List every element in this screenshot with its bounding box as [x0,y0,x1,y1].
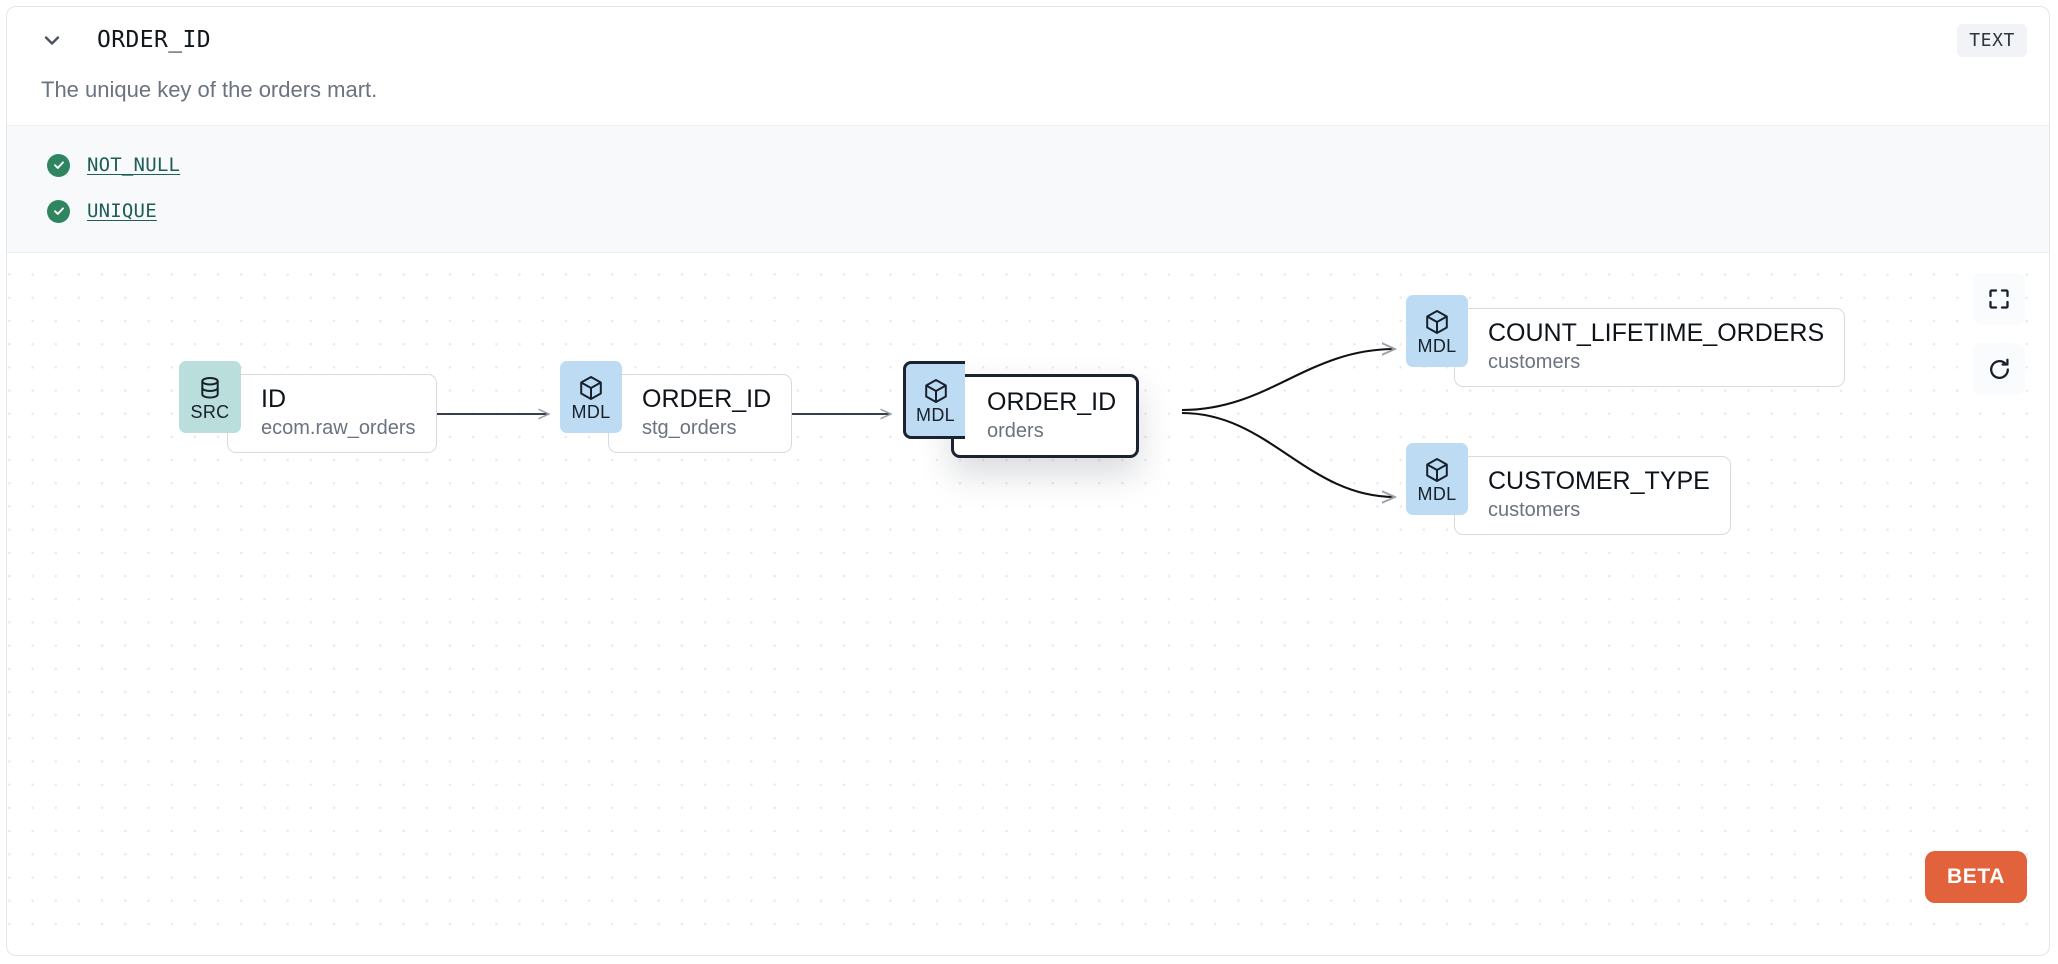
lineage-node-stg-orders[interactable]: MDL ORDER_ID stg_orders [560,361,793,454]
node-kind-label: MDL [571,401,611,422]
node-kind-label: MDL [1417,335,1457,356]
node-kind-label: MDL [916,404,955,425]
test-row: UNIQUE [7,188,2049,234]
node-kind-label: SRC [190,401,230,422]
cube-icon: MDL [560,361,622,434]
lineage-node-card: COUNT_LIFETIME_ORDERS customers [1454,308,1846,388]
lineage-node-card: CUSTOMER_TYPE customers [1454,456,1731,536]
reset-button[interactable] [1973,343,2025,396]
lineage-node-src-id[interactable]: SRC ID ecom.raw_orders [179,361,437,454]
node-name: COUNT_LIFETIME_ORDERS [1488,319,1825,348]
panel-header: ORDER_ID TEXT [7,7,2049,73]
node-source: customers [1488,499,1581,522]
column-detail-panel: ORDER_ID TEXT The unique key of the orde… [6,6,2050,956]
test-row: NOT_NULL [7,142,2049,188]
fit-view-button[interactable] [1973,273,2025,326]
database-icon: SRC [179,361,241,434]
node-source: orders [987,419,1044,442]
beta-badge[interactable]: BETA [1924,851,2027,904]
node-name: ORDER_ID [987,387,1117,416]
page-title: ORDER_ID [97,27,211,53]
node-source: customers [1488,351,1581,374]
lineage-node-orders-selected[interactable]: MDL ORDER_ID orders [903,361,1140,459]
node-source: ecom.raw_orders [261,417,416,440]
node-name: ID [261,385,286,414]
data-type-badge: TEXT [1957,23,2027,57]
lineage-node-card: ID ecom.raw_orders [227,374,437,454]
node-name: CUSTOMER_TYPE [1488,467,1710,496]
canvas-controls [1973,273,2025,396]
cube-icon: MDL [903,361,965,440]
node-kind-label: MDL [1417,483,1457,504]
check-circle-icon [47,199,70,223]
lineage-canvas[interactable]: SRC ID ecom.raw_orders MDL [7,253,2049,926]
test-link-not-null[interactable]: NOT_NULL [87,154,181,177]
lineage-node-card: ORDER_ID stg_orders [608,374,793,454]
chevron-down-icon[interactable] [39,27,65,53]
refresh-icon [1987,357,2012,382]
test-link-unique[interactable]: UNIQUE [87,200,157,223]
lineage-node-card: ORDER_ID orders [951,374,1140,459]
node-name: ORDER_ID [642,385,772,414]
fullscreen-icon [1987,287,2011,311]
tests-section: NOT_NULL UNIQUE [7,125,2049,254]
cube-icon: MDL [1406,295,1468,368]
check-circle-icon [47,153,70,177]
lineage-node-count-lifetime-orders[interactable]: MDL COUNT_LIFETIME_ORDERS customers [1406,295,1846,388]
column-description: The unique key of the orders mart. [41,77,378,102]
node-source: stg_orders [642,417,737,440]
lineage-node-customer-type[interactable]: MDL CUSTOMER_TYPE customers [1406,443,1731,536]
cube-icon: MDL [1406,443,1468,516]
